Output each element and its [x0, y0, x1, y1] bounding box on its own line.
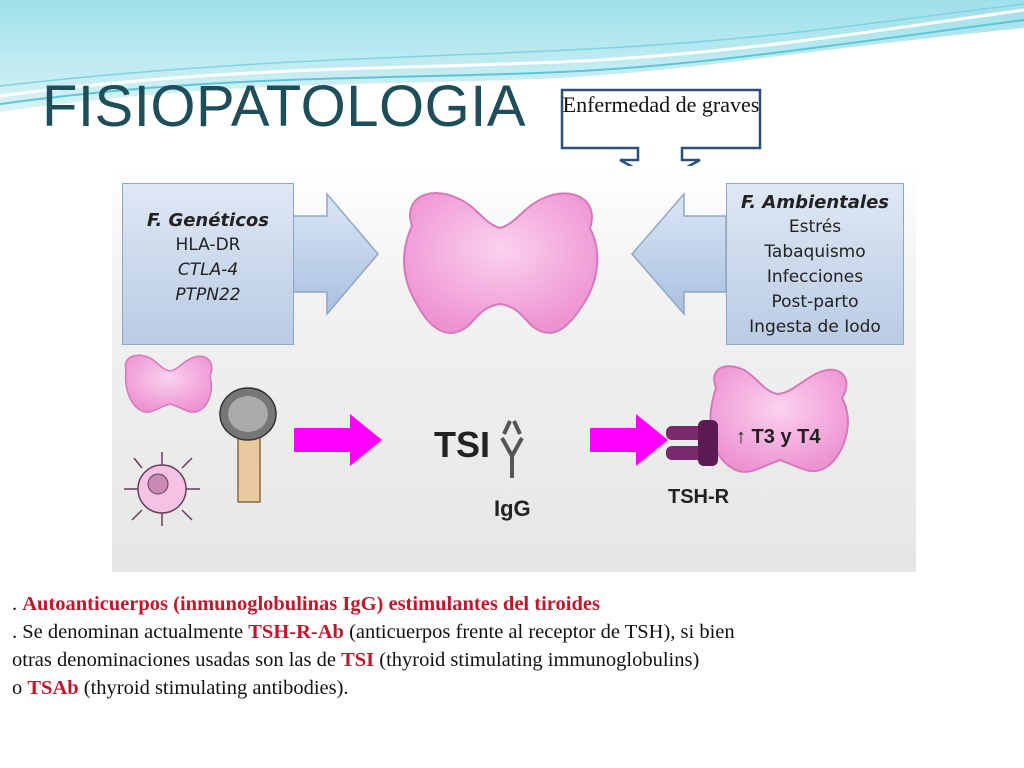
hormones-label: ↑ T3 y T4 [736, 426, 821, 448]
environmental-factor-item: Ingesta de Iodo [749, 317, 881, 337]
magenta-arrow-1 [294, 414, 382, 466]
tshr-label: TSH-R [668, 486, 730, 508]
thyroid-small-illustration [124, 354, 213, 413]
arrow-left-environmental [631, 191, 727, 317]
body-line-2: . Se denominan actualmente TSH-R-Ab (ant… [12, 618, 1012, 646]
genetic-factor-item: HLA-DR [175, 235, 241, 255]
environmental-factors-box: F. Ambientales Estrés Tabaquismo Infecci… [726, 183, 904, 345]
header-wave-decoration [0, 0, 1024, 112]
environmental-factor-item: Tabaquismo [764, 242, 866, 262]
body-line-1: . Autoanticuerpos (inmunoglobulinas IgG)… [12, 590, 1012, 618]
body-line-3: otras denominaciones usadas son las de T… [12, 646, 1012, 674]
genetic-factor-item: CTLA-4 [177, 260, 239, 280]
text-span: . [12, 593, 23, 615]
text-span: . Se denominan actualmente [12, 621, 249, 643]
thyroid-central-illustration [403, 192, 599, 334]
highlight-text: Autoanticuerpos (inmunoglobulinas IgG) e… [22, 593, 600, 615]
bone-marrow-illustration [219, 387, 277, 503]
genetic-factors-heading: F. Genéticos [147, 210, 269, 231]
body-line-4: o TSAb (thyroid stimulating antibodies). [12, 674, 1012, 702]
text-span: o [12, 677, 28, 699]
magenta-arrow-2 [590, 414, 668, 466]
text-span: (thyroid stimulating immunoglobulins) [374, 649, 700, 671]
text-span: (thyroid stimulating antibodies). [78, 677, 349, 699]
text-span: (anticuerpos frente al receptor de TSH),… [343, 621, 735, 643]
environmental-factor-item: Infecciones [766, 267, 864, 287]
immune-cell-illustration [124, 452, 200, 526]
arrow-right-genetic [281, 191, 379, 317]
environmental-factors-heading: F. Ambientales [740, 192, 890, 213]
environmental-factor-item: Estrés [788, 217, 842, 237]
text-span: otras denominaciones usadas son las de [12, 649, 342, 671]
tsh-receptor-icon [666, 420, 718, 466]
highlight-text: TSAb [27, 677, 79, 699]
environmental-factor-item: Post-parto [771, 292, 859, 312]
highlight-text: TSI [341, 649, 375, 671]
callout-text: Enfermedad de graves [562, 92, 760, 117]
igg-label: IgG [494, 496, 531, 521]
highlight-text: TSH-R-Ab [248, 621, 344, 643]
genetic-factors-box: F. Genéticos HLA-DR CTLA-4 PTPN22 [122, 183, 294, 345]
thyroid-target-illustration [709, 365, 849, 473]
genetic-factor-item: PTPN22 [175, 285, 241, 305]
pathophysiology-diagram [124, 191, 849, 526]
tsi-label: TSI [434, 424, 491, 465]
igg-antibody-icon [500, 420, 524, 478]
slide-title: FISIOPATOLOGIA [42, 74, 526, 139]
body-text: . Autoanticuerpos (inmunoglobulinas IgG)… [12, 590, 1012, 702]
